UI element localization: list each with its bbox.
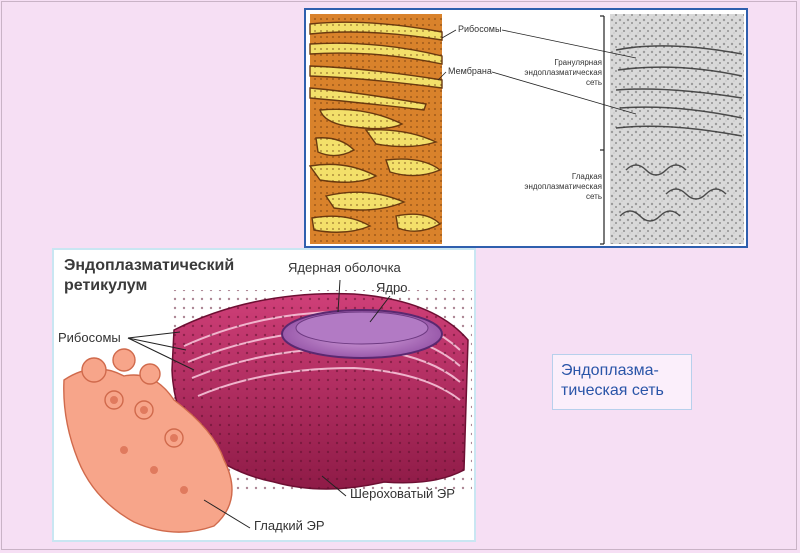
nucleus-label: Ядро xyxy=(376,280,408,295)
smooth-er-label-bottom: Гладкий ЭР xyxy=(254,518,325,533)
smooth-er-label: Гладкая эндоплазматическая сеть xyxy=(524,172,602,201)
rough-er-label: Шероховатый ЭР xyxy=(350,486,455,501)
er-3d-illustration xyxy=(63,279,472,533)
er-3d-diagram: Эндоплазматический ретикулум Ядерная обо… xyxy=(52,248,476,542)
ribosomes-label: Рибосомы xyxy=(458,24,502,34)
er-caption: Эндоплазма- тическая сеть xyxy=(552,354,692,410)
ribosomes-label-bottom: Рибосомы xyxy=(58,330,121,345)
granular-er-label: Гранулярная эндоплазматическая сеть xyxy=(524,58,602,87)
er-schematic-illustration xyxy=(308,14,744,245)
er-micrograph-figure: Рибосомы Мембрана Гранулярная эндоплазма… xyxy=(304,8,748,248)
nuclear-envelope-label: Ядерная оболочка xyxy=(288,260,401,275)
er-diagram-title: Эндоплазматический ретикулум xyxy=(64,257,235,294)
membrane-label: Мембрана xyxy=(448,66,492,76)
